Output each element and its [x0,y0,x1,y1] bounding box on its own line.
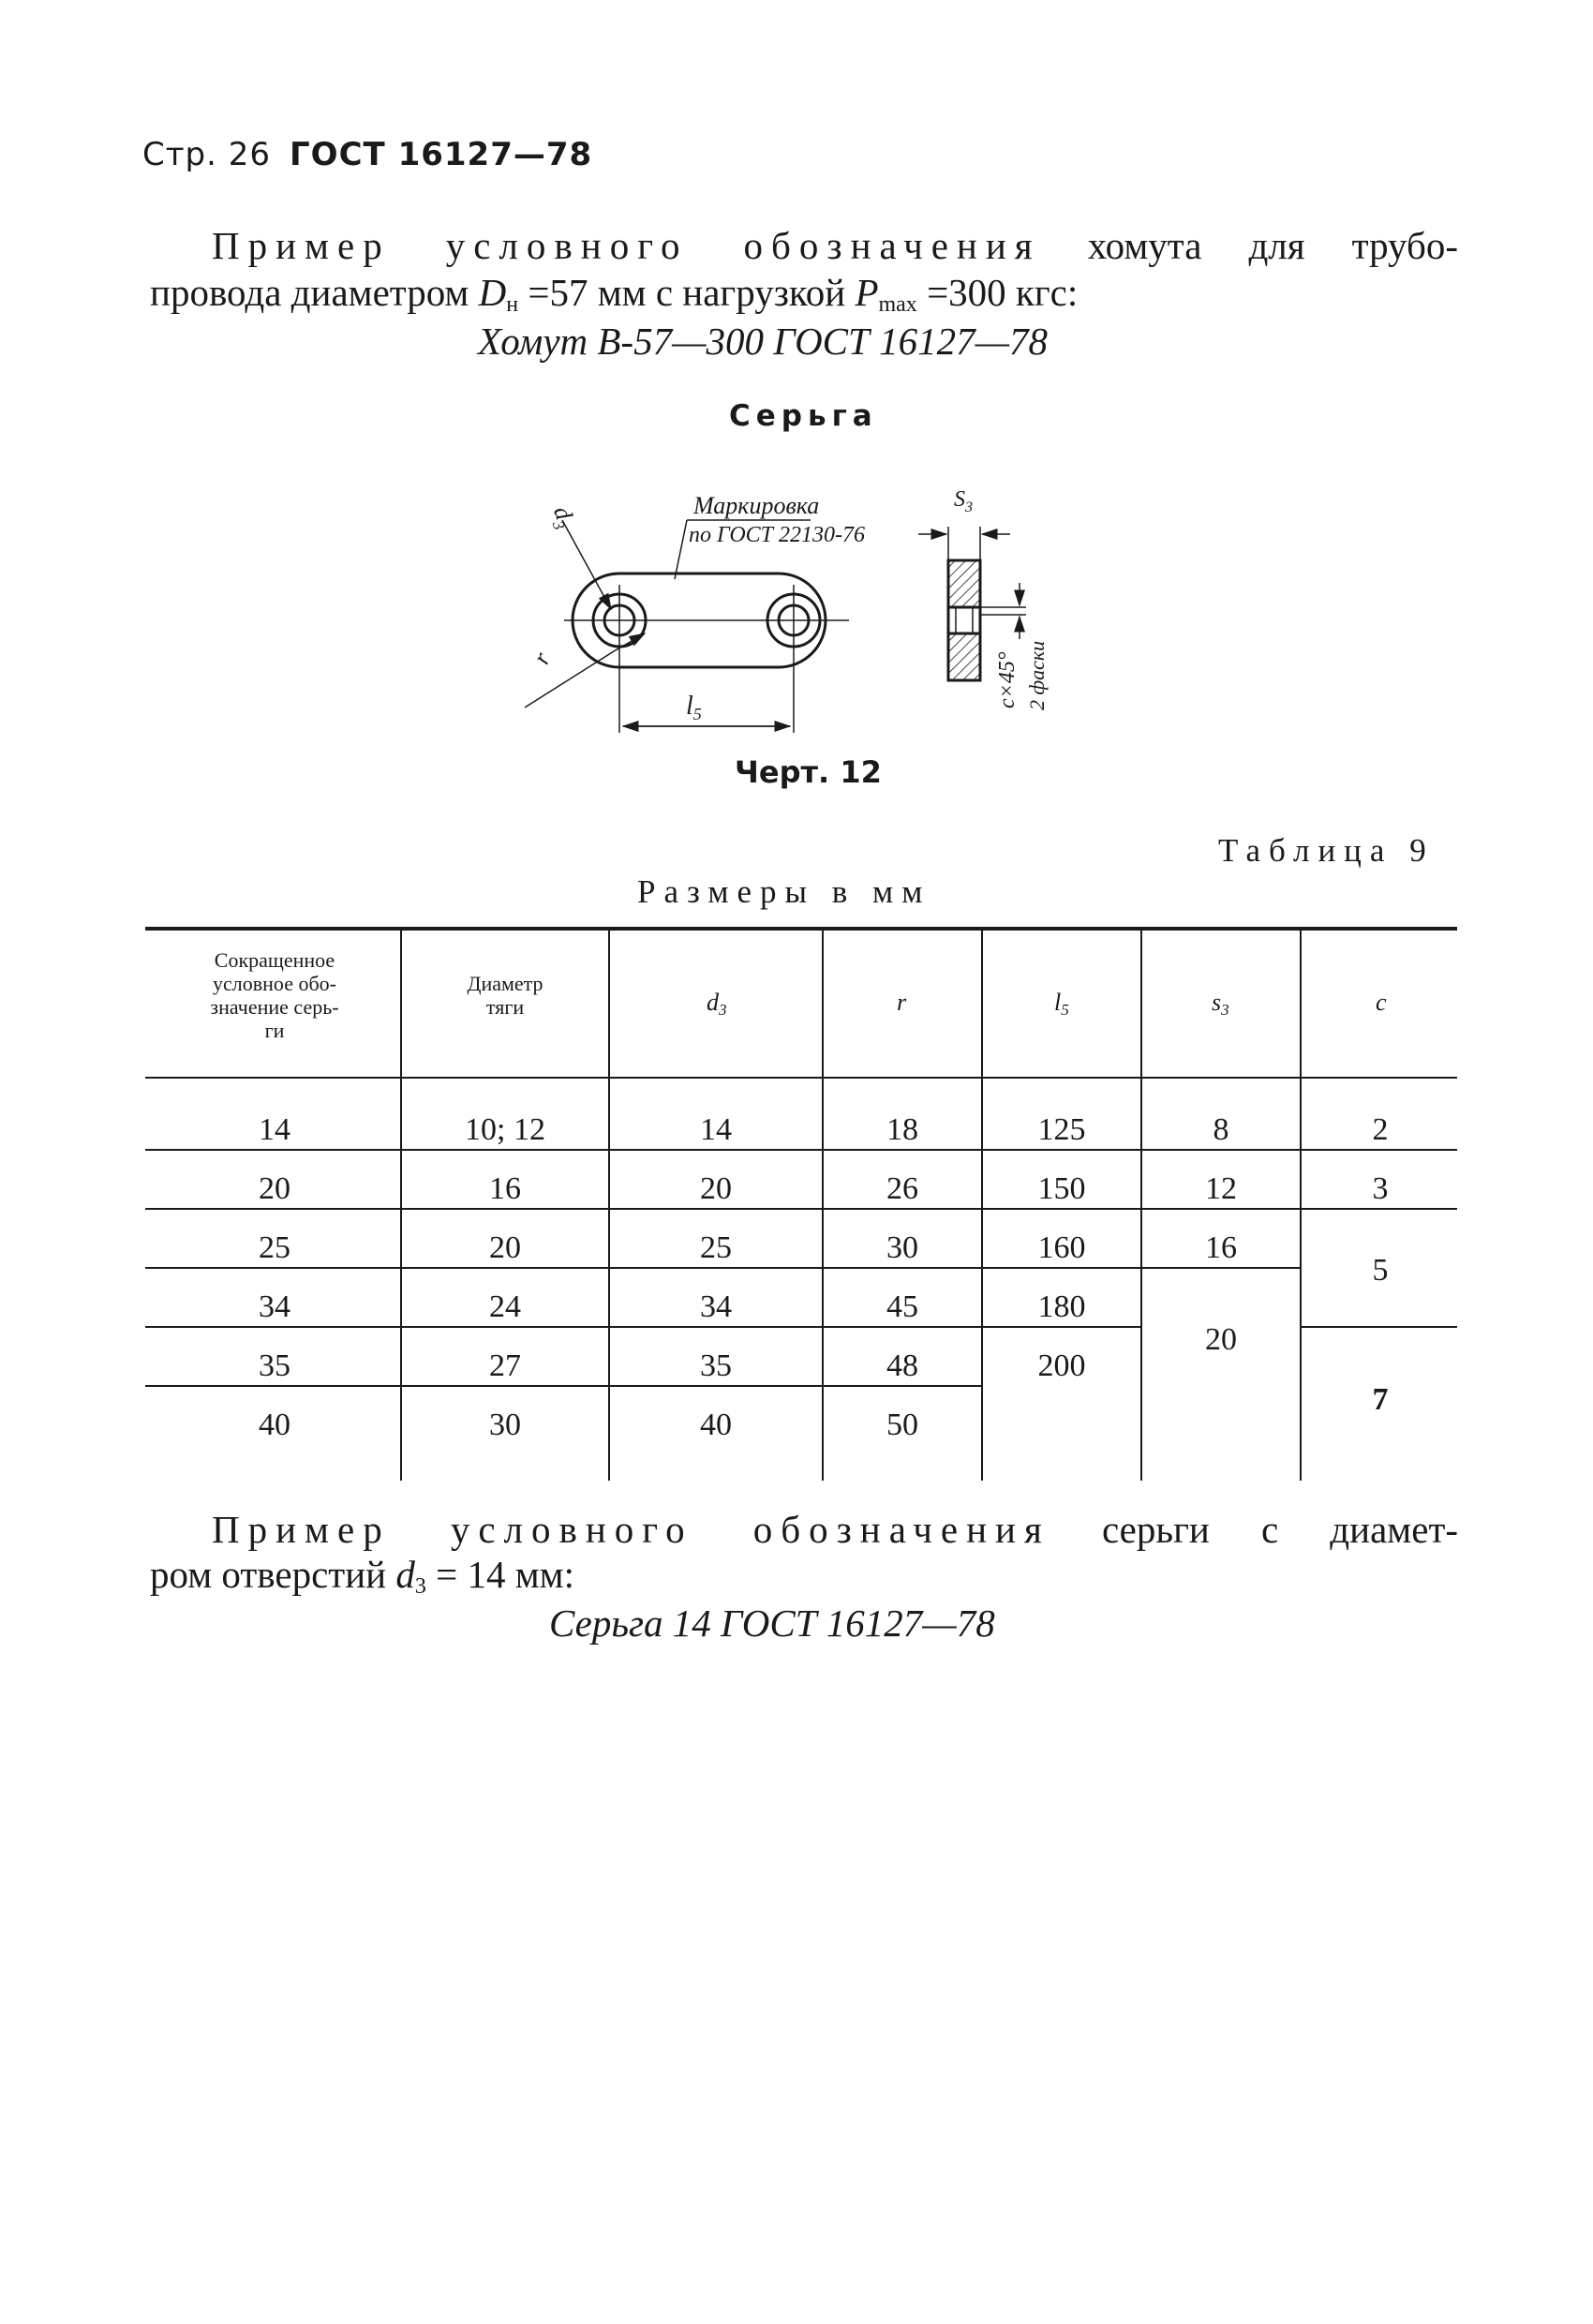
svg-text:27: 27 [489,1348,521,1383]
c-group: 5 [1373,1253,1389,1288]
header-abbr: Сокращенное [215,948,335,972]
table-row: 40 30 40 50 [259,1408,918,1442]
svg-text:20: 20 [489,1230,521,1265]
c-group: 7 [1373,1382,1389,1417]
header-r: r [897,989,907,1016]
svg-text:14: 14 [259,1112,290,1147]
header-d3: d3 [707,989,727,1019]
table-label: Таблица 9 [1218,832,1435,869]
svg-text:45: 45 [886,1289,918,1324]
r-label: r [528,648,557,668]
page-number: Стр. 26 [142,136,272,173]
header-diameter: Диаметр [467,972,543,995]
svg-text:26: 26 [886,1171,918,1206]
svg-text:условное обо-: условное обо- [213,972,336,995]
c-group: 3 [1373,1171,1389,1206]
side-view-bottom [946,632,982,682]
svg-text:34: 34 [700,1289,732,1324]
header-l5: l5 [1054,989,1069,1019]
table-row: 34 24 34 45 180 [259,1289,1086,1324]
svg-text:14: 14 [700,1112,732,1147]
svg-text:20: 20 [259,1171,290,1206]
standard-number: ГОСТ 16127—78 [290,136,593,173]
table-row: 14 10; 12 14 18 125 [259,1112,1086,1147]
d3-label: d3 [544,502,580,531]
table-row: 35 27 35 48 200 [259,1348,1086,1383]
s3-group: 20 [1205,1322,1237,1357]
svg-text:10; 12: 10; 12 [465,1112,545,1147]
svg-text:50: 50 [886,1408,918,1442]
svg-text:30: 30 [886,1230,918,1265]
example1-line1: Пример условного обозначения хомута для … [212,224,1459,267]
l5-label: l5 [686,692,702,723]
page-header: Стр. 26 ГОСТ 16127—78 [142,136,592,173]
chamfer-label: c×45° [995,651,1020,708]
table-row: 20 16 20 26 150 [259,1171,1086,1206]
table-units: Размеры в мм [637,873,931,910]
svg-text:150: 150 [1038,1171,1086,1206]
example2-line2: ром отверстий d3 = 14 мм: [150,1553,575,1599]
svg-text:160: 160 [1038,1230,1086,1265]
header-s3: s3 [1212,989,1229,1019]
svg-text:25: 25 [700,1230,732,1265]
chamfer-count: 2 фаски [1025,641,1049,710]
svg-text:25: 25 [259,1230,290,1265]
svg-text:200: 200 [1038,1348,1086,1383]
svg-text:35: 35 [700,1348,732,1383]
side-view-top [946,559,982,609]
drawing-caption: Черт. 12 [735,754,882,790]
svg-text:180: 180 [1038,1289,1086,1324]
svg-text:34: 34 [259,1289,290,1324]
svg-text:40: 40 [700,1408,732,1442]
c-group: 2 [1373,1112,1389,1147]
s3-label: S3 [954,487,973,515]
example2-designation: Серьга 14 ГОСТ 16127—78 [549,1601,995,1645]
s3-group: 8 [1213,1112,1229,1147]
dimensions-table: Сокращенное условное обо- значение серь-… [145,927,1457,1481]
s3-group: 12 [1205,1171,1237,1206]
example1-line2: провода диаметром Dн =57 мм с нагрузкой … [150,271,1079,317]
svg-text:20: 20 [700,1171,732,1206]
svg-text:24: 24 [489,1289,521,1324]
marking-label-2: по ГОСТ 22130-76 [689,523,865,547]
marking-label-1: Маркировка [692,492,819,519]
drawing-title: Серьга [729,399,878,433]
svg-text:30: 30 [489,1408,521,1442]
example2-line1: Пример условного обозначения серьги с ди… [212,1508,1459,1551]
header-c: c [1376,989,1387,1016]
table-row: 25 20 25 30 160 [259,1230,1086,1265]
svg-text:40: 40 [259,1408,290,1442]
svg-text:35: 35 [259,1348,290,1383]
earring-drawing: Маркировка по ГОСТ 22130-76 d3 r l5 S3 c… [524,487,1049,733]
earring-outline [571,572,827,669]
svg-text:значение серь-: значение серь- [210,995,338,1019]
svg-text:ги: ги [265,1019,285,1042]
svg-text:48: 48 [886,1348,918,1383]
svg-text:тяги: тяги [486,995,524,1019]
svg-text:16: 16 [489,1171,521,1206]
svg-text:18: 18 [886,1112,918,1147]
svg-text:125: 125 [1038,1112,1086,1147]
s3-group: 16 [1205,1230,1237,1265]
example1-designation: Хомут В-57—300 ГОСТ 16127—78 [478,320,1049,363]
